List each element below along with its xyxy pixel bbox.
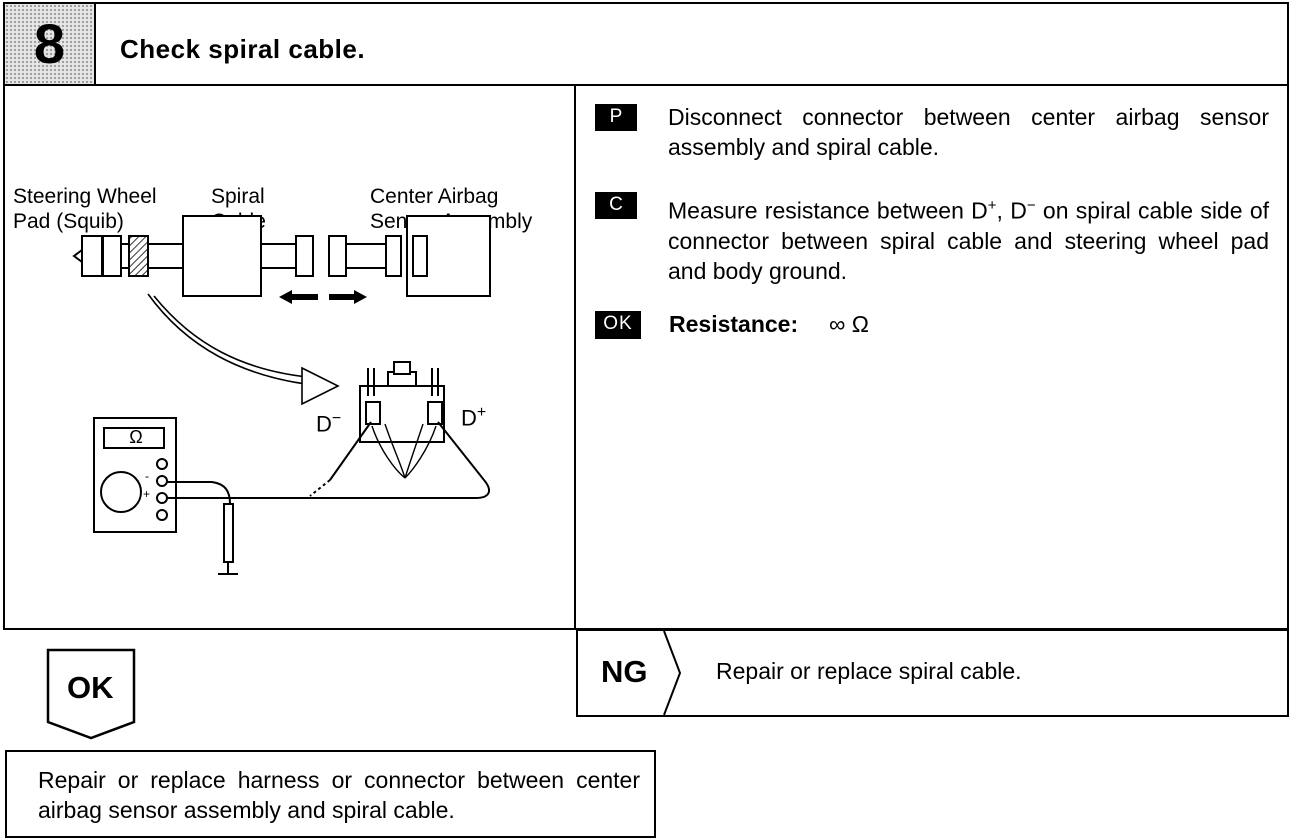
step-number: 8 bbox=[33, 12, 66, 75]
squib-connector-icon bbox=[102, 235, 122, 277]
step-number-box: 8 bbox=[5, 4, 96, 84]
ok-pentagon-icon bbox=[46, 648, 136, 740]
ok-action-box bbox=[5, 750, 656, 838]
spiral-cable-icon bbox=[182, 215, 262, 297]
pad-connector-icon bbox=[359, 361, 445, 479]
step-header: 8 Check spiral cable. bbox=[3, 2, 1289, 86]
disconnect-arrows-icon bbox=[279, 290, 367, 304]
ohm-symbol: Ω bbox=[129, 427, 143, 447]
terminal-d-plus: D+ bbox=[461, 404, 487, 431]
meter-minus-sign: - bbox=[145, 469, 149, 483]
instruction-prepare: Disconnect connector between center airb… bbox=[668, 104, 1269, 160]
probe-d-plus-icon bbox=[437, 421, 491, 499]
pad-connector-hatched-icon bbox=[128, 235, 149, 277]
curved-arrow-icon bbox=[147, 293, 340, 406]
ng-chevron-icon bbox=[663, 630, 682, 716]
resistance-value: ∞ Ω bbox=[829, 311, 869, 337]
probe-d-minus-icon bbox=[309, 421, 372, 497]
ok-action-text: Repair or replace harness or connector b… bbox=[38, 767, 640, 823]
step-title: Check spiral cable. bbox=[120, 34, 366, 64]
test-leads-icon bbox=[167, 481, 476, 505]
instruction-check: Measure resistance between D+, D− on spi… bbox=[668, 197, 1269, 284]
cable-end-icon bbox=[72, 249, 83, 263]
badge-ok: OK bbox=[595, 311, 641, 339]
spiral-cable-diagram bbox=[72, 215, 491, 575]
meter-plus-sign: + bbox=[143, 487, 151, 501]
resistance-label: Resistance: bbox=[669, 311, 799, 337]
ng-result-box bbox=[576, 629, 1289, 717]
ok-label: OK bbox=[67, 670, 114, 705]
column-divider bbox=[574, 84, 576, 630]
body-ground-probe-icon bbox=[218, 503, 238, 575]
badge-prepare: P bbox=[595, 104, 637, 131]
ng-action-text: Repair or replace spiral cable. bbox=[716, 658, 1022, 684]
ng-label: NG bbox=[601, 654, 648, 689]
multimeter-icon bbox=[93, 417, 177, 533]
terminal-d-minus: D− bbox=[316, 410, 342, 437]
badge-check: C bbox=[595, 192, 637, 219]
